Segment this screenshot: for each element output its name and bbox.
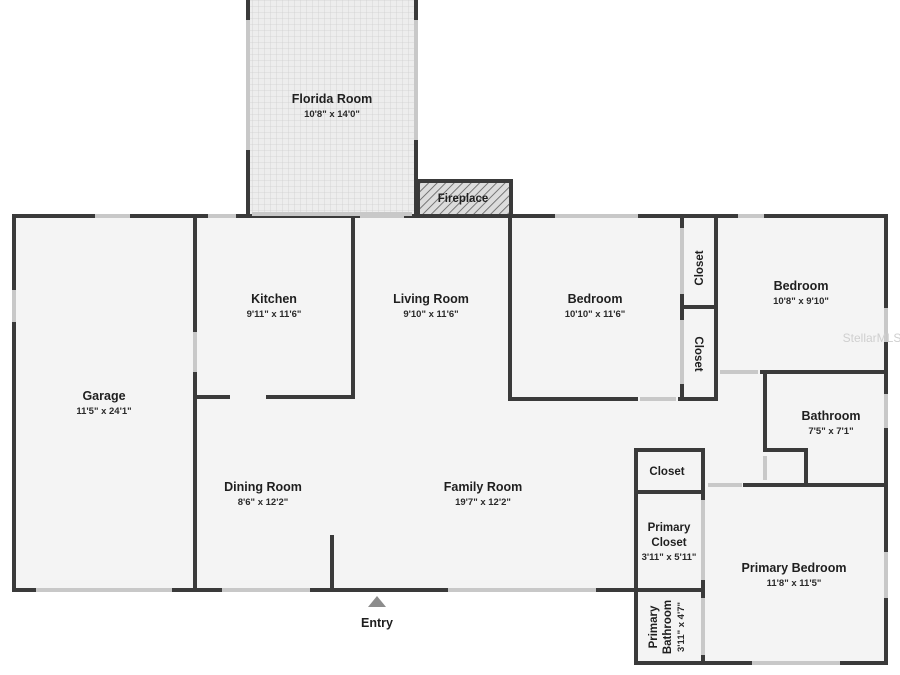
primary-closet-name-line1: Primary [648,522,691,534]
primary-closet-name-line2: Closet [651,537,686,549]
room-labels: Florida Room 10'8" x 14'0" Fireplace Gar… [76,92,900,654]
closet-2-name: Closet [692,336,704,371]
primary-bathroom-dims: 3'11" x 4'7" [676,602,687,652]
primary-bedroom-name: Primary Bedroom [742,561,847,575]
fireplace-name: Fireplace [438,193,489,205]
floor-areas [14,0,886,663]
primary-bathroom-name-line1: Primary [648,605,660,648]
bedroom-2-name: Bedroom [774,279,829,293]
living-room-name: Living Room [393,292,469,306]
windows [12,20,888,665]
bedroom-1-name: Bedroom [568,292,623,306]
family-room-dims: 19'7" x 12'2" [455,497,511,508]
fireplace-hearth [418,181,511,216]
bathroom-name: Bathroom [801,409,860,423]
kitchen-dims: 9'11" x 11'6" [247,309,302,320]
bathroom-dims: 7'5" x 7'1" [808,426,853,437]
entry-arrow-icon [368,596,386,607]
florida-room-name: Florida Room [292,92,373,106]
watermark: StellarMLS [843,331,900,345]
dining-room-dims: 8'6" x 12'2" [238,497,289,508]
closet-1-name: Closet [694,250,706,285]
kitchen-name: Kitchen [251,292,297,306]
florida-room-dims: 10'8" x 14'0" [304,109,360,120]
entry-label: Entry [361,616,393,630]
bedroom-1-dims: 10'10" x 11'6" [565,309,626,320]
closet-3-name: Closet [649,466,684,478]
bedroom-2-dims: 10'8" x 9'10" [773,296,829,307]
primary-closet-dims: 3'11" x 5'11" [642,552,697,563]
living-room-dims: 9'10" x 11'6" [403,309,458,320]
garage-dims: 11'5" x 24'1" [76,406,131,417]
garage-name: Garage [82,389,125,403]
family-room-name: Family Room [444,480,523,494]
primary-bedroom-dims: 11'8" x 11'5" [767,578,822,589]
florida-room-floor [248,0,416,215]
dining-room-name: Dining Room [224,480,302,494]
primary-bathroom-name-line2: Bathroom [662,600,674,654]
main-floor [14,216,886,663]
